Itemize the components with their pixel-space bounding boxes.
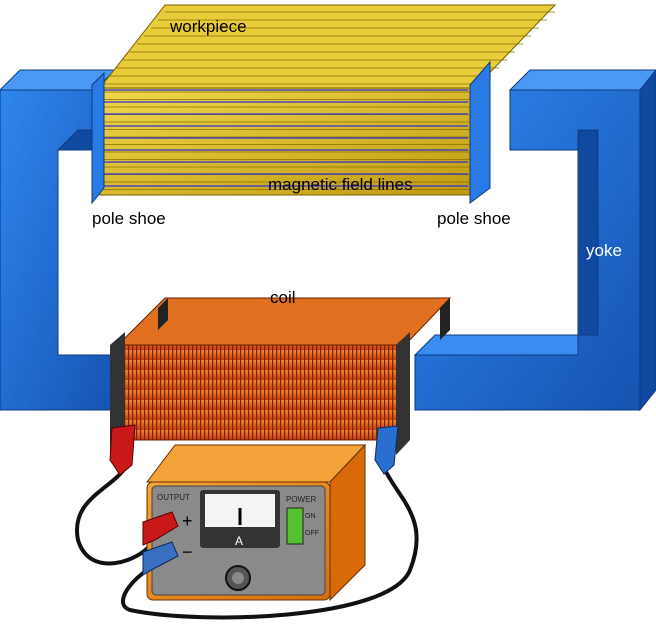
minus-label: − bbox=[182, 542, 193, 562]
clamp-red bbox=[109, 424, 136, 476]
cable-blue bbox=[120, 469, 419, 620]
coil bbox=[110, 297, 452, 455]
label-coil: coil bbox=[270, 288, 296, 307]
label-yoke: yoke bbox=[586, 241, 622, 260]
power-supply bbox=[142, 443, 367, 602]
on-label: ON bbox=[305, 513, 316, 520]
meter-unit: A bbox=[235, 534, 243, 548]
cable-red bbox=[74, 466, 152, 566]
label-pole-shoe-right: pole shoe bbox=[437, 209, 511, 228]
pole-shoe-left bbox=[91, 71, 105, 205]
label-pole-shoe-left: pole shoe bbox=[92, 209, 166, 228]
power-switch[interactable] bbox=[286, 507, 304, 545]
pole-shoe-right bbox=[469, 60, 491, 204]
yoke-left bbox=[0, 69, 121, 411]
clamp-blue bbox=[374, 425, 399, 475]
label-workpiece: workpiece bbox=[169, 17, 247, 36]
power-label: POWER bbox=[286, 495, 316, 504]
workpiece bbox=[98, 4, 557, 196]
label-field-lines: magnetic field lines bbox=[268, 175, 413, 194]
terminal-red[interactable] bbox=[142, 511, 179, 546]
plus-label: + bbox=[182, 511, 193, 531]
yoke-right bbox=[413, 69, 656, 412]
off-label: OFF bbox=[305, 530, 319, 537]
output-label: OUTPUT bbox=[157, 493, 190, 502]
terminal-blue[interactable] bbox=[142, 541, 179, 576]
